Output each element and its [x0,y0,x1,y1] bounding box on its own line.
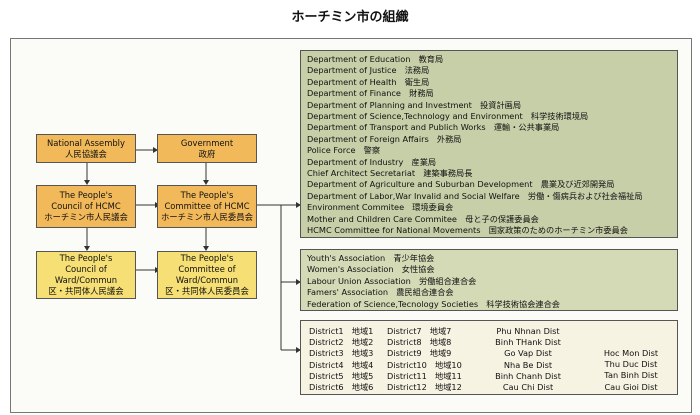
district-item: Thu Duc Dist [604,359,658,370]
department-item: Department of Education 教育局 [307,54,444,64]
council-hcmc-box: The People's Council of HCMC ホーチミン市人民議会 [36,185,136,228]
committee-hcmc-line1: The People's [180,190,234,200]
national-assembly-en: National Assembly [47,137,125,148]
district-item: Go Vap Dist [504,348,552,359]
district-item: Hoc Mon Dist [603,348,659,358]
government-ja: 政府 [198,148,216,159]
council-hcmc-line2: Council of HCMC [51,201,121,211]
district-item: District7 地域7 [387,326,452,336]
district-item: District12 地域12 [387,382,462,393]
department-item: Department of Foreign Affairs 外務局 [307,133,462,144]
council-hcmc-line3: ホーチミン市人民議会 [44,212,128,222]
district-item: District2 地域2 [309,337,374,348]
department-item: Department of Finance 財務局 [307,88,434,99]
council-ward-line3: Ward/Commun [54,275,118,285]
department-item: Mother and Children Care Commitee 母と子の保護… [307,213,539,224]
district-item: Binh THank Dist [495,337,561,348]
association-item: Youth's Association 青少年協会 [307,253,435,263]
committee-ward-line2: Committee of [178,264,236,274]
department-item: Department of Health 衛生局 [307,76,430,87]
districts-column-2: District7 地域7 District8 地域8 District9 地域… [387,326,462,393]
council-ward-box: The People's Council of Ward/Commun 区・共同… [36,251,136,299]
district-item: District10 地域10 [387,359,462,370]
national-assembly-box: National Assembly 人民協議会 [36,134,136,163]
council-ward-line1: The People's [59,253,113,263]
government-box: Government 政府 [157,134,257,163]
district-item: District4 地域4 [309,359,374,370]
district-item: District9 地域9 [387,348,452,359]
districts-panel: District1 地域1 District2 地域2 District3 地域… [300,320,678,395]
association-item: Famers' Association 農民組合連合会 [307,287,454,298]
association-item: Labour Union Association 労働組合連合会 [307,275,477,286]
district-item: District5 地域5 [309,370,374,381]
departments-panel: Department of Education 教育局 Department o… [300,50,678,238]
department-item: Department of Science,Technology and Env… [307,111,589,122]
chart-title: ホーチミン市の組織 [291,10,409,25]
districts-column-1: District1 地域1 District2 地域2 District3 地域… [309,326,373,393]
committee-ward-line4: 区・共同体人民委員会 [165,286,249,296]
department-item: Chief Architect Secretariat 建築事務局長 [307,168,473,179]
district-item: Tan Binh Dist [604,370,658,381]
committee-hcmc-line3: ホーチミン市人民委員会 [160,212,254,222]
association-item: Federation of Science,Tecnology Societie… [307,298,560,309]
district-item: Nha Be Dist [503,359,553,370]
district-item: District3 地域3 [309,348,374,359]
council-ward-line4: 区・共同体人民議会 [48,286,124,296]
association-item: Women's Association 女性協会 [307,264,435,275]
department-item: Department of Justice 法務局 [307,65,430,76]
committee-ward-line1: The People's [180,253,234,263]
council-hcmc-line1: The People's [59,190,113,200]
department-item: HCMC Committee for National Movements 国家… [307,225,628,236]
district-item: District6 地域6 [309,382,374,393]
department-item: Police Force 警察 [307,145,381,156]
district-item: Cau Chi Dist [502,382,554,393]
district-item: District8 地域8 [387,337,452,348]
district-item: Binh Chanh Dist [495,370,561,381]
committee-ward-box: The People's Committee of Ward/Commun 区・… [157,251,257,299]
department-item: Department of Industry 産業局 [307,156,437,167]
district-item: Phu Nhnan Dist [496,326,560,336]
committee-ward-line3: Ward/Commun [175,275,239,285]
district-item: Cau Gioi Dist [604,381,658,392]
district-item: District1 地域1 [309,326,374,336]
districts-column-3: Phu Nhnan Dist Binh THank Dist Go Vap Di… [479,326,577,393]
district-item: District11 地域11 [387,370,462,381]
council-ward-line2: Council of [65,264,107,274]
department-item: Department of Labor,War Invalid and Soci… [307,190,643,201]
committee-hcmc-box: The People's Committee of HCMC ホーチミン市人民委… [157,185,257,228]
department-item: Department of Agriculture and Suburban D… [307,179,615,190]
committee-hcmc-line2: Committee of HCMC [164,201,250,211]
department-item: Department of Transport and Publich Work… [307,122,560,133]
government-en: Government [180,137,234,148]
department-item: Environment Commitee 環境委員会 [307,202,454,213]
department-item: Department of Planning and Investment 投資… [307,99,522,110]
districts-column-4: Hoc Mon Dist Thu Duc Dist Tan Binh Dist … [593,348,669,393]
national-assembly-ja: 人民協議会 [65,148,107,159]
associations-panel: Youth's Association 青少年協会 Women's Associ… [300,249,678,311]
